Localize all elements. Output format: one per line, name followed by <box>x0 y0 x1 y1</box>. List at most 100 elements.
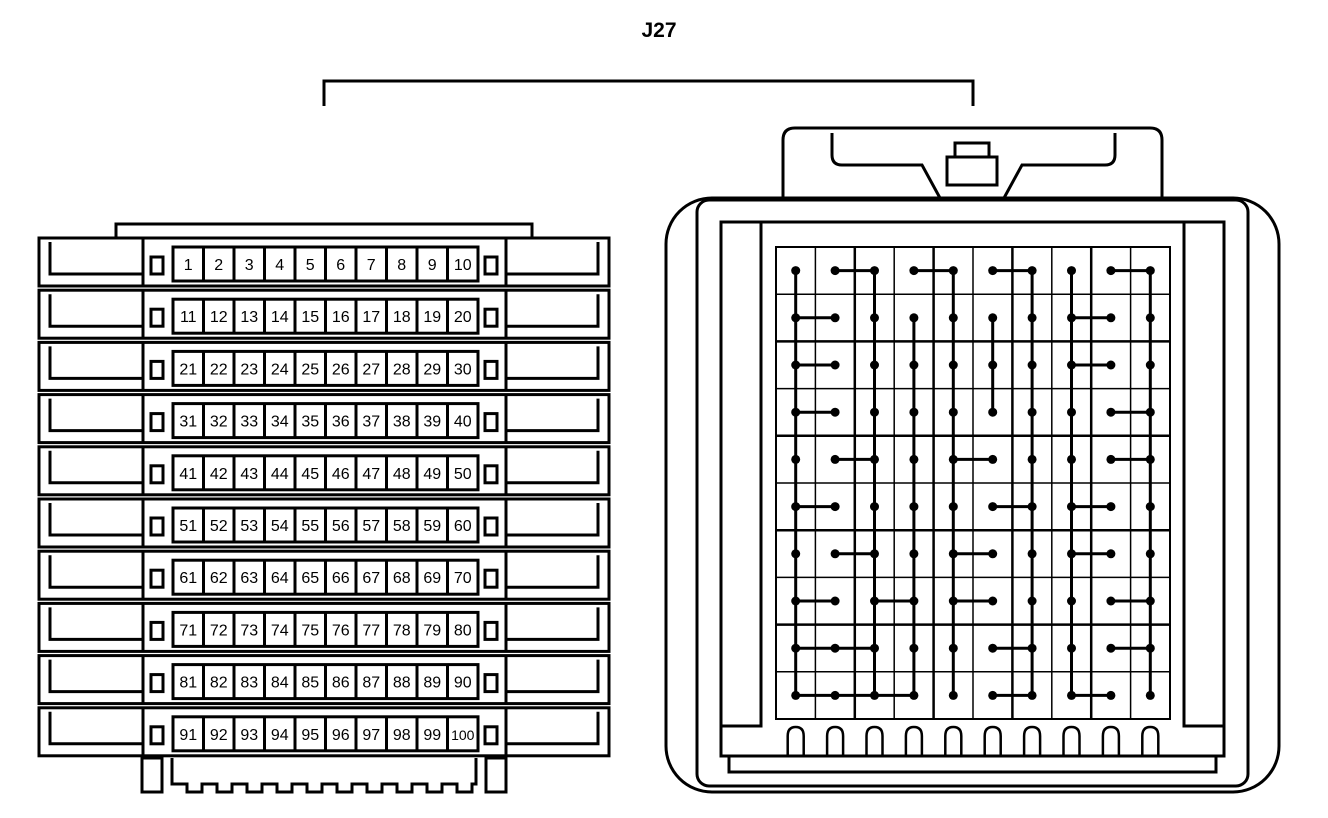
pin-number: 97 <box>362 727 380 744</box>
terminal-dot <box>830 454 840 464</box>
pin-number: 100 <box>451 727 475 743</box>
pin-number: 23 <box>240 361 258 378</box>
pin-number: 78 <box>393 622 411 639</box>
locking-tab <box>781 126 1164 199</box>
side-latch <box>483 307 499 328</box>
terminal-dot <box>1027 454 1037 464</box>
pin-number: 57 <box>362 518 380 535</box>
pin-number: 86 <box>332 675 350 692</box>
pin-number: 69 <box>423 570 441 587</box>
pin-number: 74 <box>271 622 289 639</box>
terminal-dot <box>870 643 879 653</box>
pin-number: 60 <box>454 518 472 535</box>
row-ledge <box>506 503 600 537</box>
terminal-dot <box>909 502 919 512</box>
terminal-dot <box>1067 360 1076 370</box>
pin-number: 13 <box>240 309 258 326</box>
terminal-dot <box>1067 266 1076 276</box>
pin-number: 3 <box>245 257 254 274</box>
pin-number: 63 <box>240 570 258 587</box>
side-latch <box>149 568 165 589</box>
pin-number: 53 <box>240 518 258 535</box>
terminal-dot <box>909 643 919 653</box>
pin-number: 84 <box>271 675 289 692</box>
terminal-dot <box>948 643 958 653</box>
pin-number: 32 <box>210 414 228 431</box>
row-ledge <box>48 242 143 276</box>
terminal-dot <box>948 690 958 700</box>
terminal-dot <box>948 266 958 276</box>
side-latch <box>149 359 165 380</box>
terminal-dot <box>870 407 879 417</box>
row-ledge <box>506 346 600 380</box>
terminal-dot <box>909 266 919 276</box>
pin-number: 83 <box>240 675 258 692</box>
terminal-dot <box>1106 596 1116 606</box>
terminal-dot <box>1027 549 1037 559</box>
side-latch <box>483 359 499 380</box>
pin-number: 10 <box>454 257 472 274</box>
pin-number: 94 <box>271 727 289 744</box>
retention-finger <box>786 725 805 756</box>
side-latch <box>483 464 499 485</box>
pin-number: 12 <box>210 309 228 326</box>
terminal-dot <box>791 596 801 606</box>
terminal-dot <box>830 502 840 512</box>
terminal-dot <box>830 690 840 700</box>
pin-number: 82 <box>210 675 228 692</box>
bottom-latch <box>140 756 508 794</box>
row-body <box>37 654 611 706</box>
terminal-dot <box>988 360 998 370</box>
pin-number: 52 <box>210 518 228 535</box>
row-ledge <box>48 450 143 485</box>
terminal-dot <box>909 596 919 606</box>
outer-housing <box>664 196 1281 794</box>
terminal-dot <box>1145 360 1155 370</box>
terminal-dot <box>1145 313 1155 323</box>
terminal-dot <box>791 407 801 417</box>
left-guide <box>719 220 763 728</box>
terminal-dot <box>1106 643 1116 653</box>
side-latch <box>149 516 165 537</box>
pin-number: 80 <box>454 622 472 639</box>
pin-number: 61 <box>179 570 197 587</box>
cavity-grid <box>775 246 1171 720</box>
retention-finger <box>983 725 1002 756</box>
terminal-dot <box>948 454 958 464</box>
pin-number: 34 <box>271 414 289 431</box>
pin-number: 25 <box>301 361 319 378</box>
side-latch <box>149 255 165 276</box>
terminal-dot <box>1067 313 1076 323</box>
terminal-dot <box>1067 690 1076 700</box>
pin-number: 2 <box>214 257 223 274</box>
pin-number: 89 <box>423 675 441 692</box>
pin-number: 88 <box>393 675 411 692</box>
row-ledge <box>506 242 600 276</box>
row-body <box>37 706 611 758</box>
pin-number: 39 <box>423 414 441 431</box>
terminal-dot <box>909 454 919 464</box>
retention-finger <box>1101 725 1121 756</box>
terminal-dot <box>988 643 998 653</box>
pin-number: 76 <box>332 622 350 639</box>
terminal-dot <box>988 690 998 700</box>
top-rail <box>114 222 534 238</box>
pin-number: 42 <box>210 466 228 483</box>
terminal-dot <box>948 360 958 370</box>
pin-number: 16 <box>332 309 350 326</box>
row-ledge <box>506 294 600 328</box>
terminal-dot <box>1027 643 1037 653</box>
pin-number: 66 <box>332 570 350 587</box>
pin-number: 4 <box>275 257 284 274</box>
inner-housing <box>695 198 1250 788</box>
side-latch <box>149 725 165 746</box>
terminal-dot <box>870 549 879 559</box>
row-body <box>37 445 611 497</box>
terminal-dot <box>830 407 840 417</box>
